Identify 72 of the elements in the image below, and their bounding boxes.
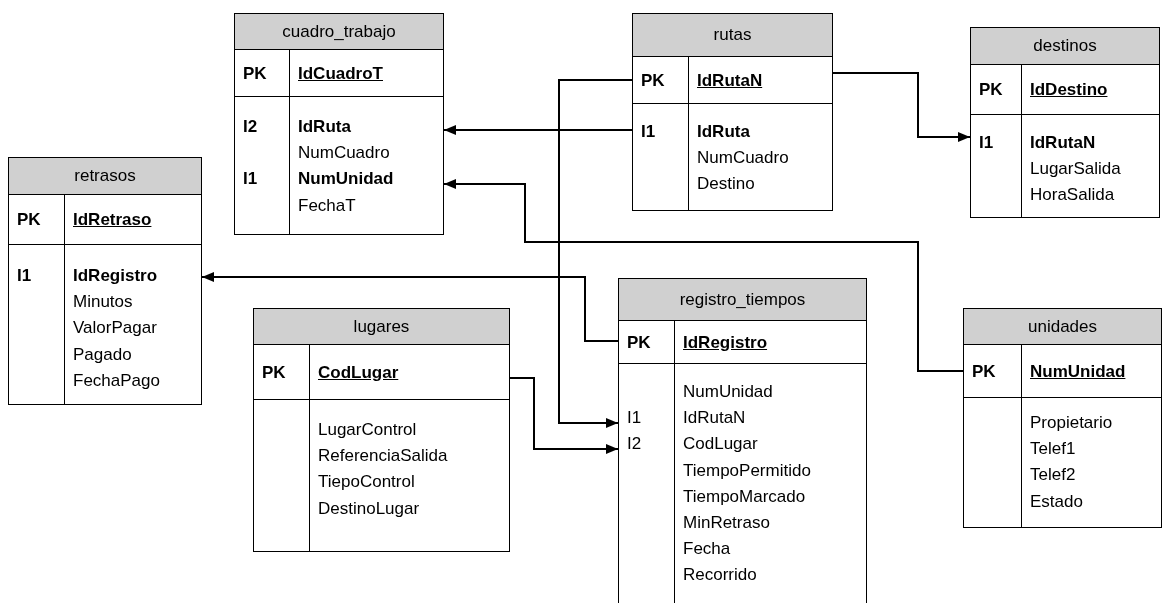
field-name: Telef2 bbox=[1030, 465, 1076, 486]
index-marker: I1 bbox=[979, 133, 994, 153]
field-name: Telef1 bbox=[1030, 439, 1076, 460]
arrow bbox=[201, 272, 619, 342]
entity-table bbox=[970, 27, 1160, 218]
field-name: NumCuadro bbox=[697, 148, 789, 169]
field-name: Minutos bbox=[73, 292, 133, 313]
arrow bbox=[509, 377, 619, 454]
arrow bbox=[443, 179, 964, 372]
arrow bbox=[443, 125, 633, 135]
arrow bbox=[558, 79, 633, 428]
index-marker: I2 bbox=[243, 117, 258, 137]
field-name: FechaT bbox=[298, 195, 356, 216]
index-marker: I1 bbox=[243, 169, 258, 190]
key-marker: PK bbox=[972, 361, 996, 382]
field-name: IdRegistro bbox=[73, 266, 158, 286]
key-marker: PK bbox=[979, 80, 1003, 100]
index-marker: I2 bbox=[627, 434, 642, 455]
primary-key-field: IdRetraso bbox=[73, 210, 152, 230]
primary-key-field: IdRegistro bbox=[683, 332, 768, 353]
arrow bbox=[832, 72, 971, 142]
field-name: IdRutaN bbox=[683, 408, 746, 429]
field-name: NumUnidad bbox=[683, 382, 773, 402]
field-name: IdRutaN bbox=[1030, 133, 1096, 153]
field-name: Destino bbox=[697, 174, 755, 195]
field-name: Propietario bbox=[1030, 413, 1113, 433]
field-name: HoraSalida bbox=[1030, 185, 1115, 206]
field-name: TiempoMarcado bbox=[683, 486, 806, 507]
index-marker: I1 bbox=[627, 408, 642, 429]
table-name: cuadro_trabajo bbox=[281, 21, 397, 42]
table-name: destinos bbox=[1032, 36, 1098, 56]
field-name: MinRetraso bbox=[683, 513, 770, 533]
field-name: TiempoPermitido bbox=[683, 460, 811, 481]
field-name: LugarControl bbox=[318, 420, 417, 440]
field-name: ValorPagar bbox=[73, 318, 157, 339]
primary-key-field: NumUnidad bbox=[1030, 361, 1126, 382]
field-name: NumUnidad bbox=[298, 169, 394, 190]
field-name: Pagado bbox=[73, 344, 132, 365]
field-name: DestinoLugar bbox=[318, 498, 420, 519]
key-marker: PK bbox=[17, 210, 41, 230]
field-name: LugarSalida bbox=[1030, 159, 1121, 180]
key-marker: PK bbox=[641, 70, 665, 91]
entity-table bbox=[618, 278, 867, 603]
table-name: registro_tiempos bbox=[678, 289, 807, 310]
index-marker: I1 bbox=[641, 122, 656, 142]
primary-key-field: IdCuadroT bbox=[298, 63, 383, 84]
field-name: NumCuadro bbox=[298, 143, 390, 164]
field-name: FechaPago bbox=[73, 370, 160, 391]
key-marker: PK bbox=[262, 362, 286, 383]
table-name: lugares bbox=[352, 316, 411, 337]
entity-table bbox=[253, 308, 510, 552]
field-name: ReferenciaSalida bbox=[318, 446, 448, 467]
key-marker: PK bbox=[243, 63, 267, 84]
field-name: Recorrido bbox=[683, 565, 757, 586]
field-name: Estado bbox=[1030, 491, 1083, 512]
table-name: rutas bbox=[712, 25, 753, 45]
field-name: TiepoControl bbox=[318, 472, 415, 493]
primary-key-field: IdRutaN bbox=[697, 70, 763, 91]
table-name: unidades bbox=[1027, 316, 1098, 337]
field-name: CodLugar bbox=[683, 434, 758, 455]
entity-table bbox=[234, 13, 444, 235]
field-name: IdRuta bbox=[697, 122, 750, 142]
entity-table bbox=[963, 308, 1162, 528]
primary-key-field: IdDestino bbox=[1030, 80, 1108, 100]
field-name: IdRuta bbox=[298, 117, 351, 137]
field-name: Fecha bbox=[683, 539, 731, 560]
key-marker: PK bbox=[627, 332, 651, 353]
table-name: retrasos bbox=[73, 166, 137, 186]
entity-table bbox=[632, 13, 833, 211]
entity-table bbox=[8, 157, 202, 405]
index-marker: I1 bbox=[17, 266, 32, 286]
primary-key-field: CodLugar bbox=[318, 362, 399, 383]
